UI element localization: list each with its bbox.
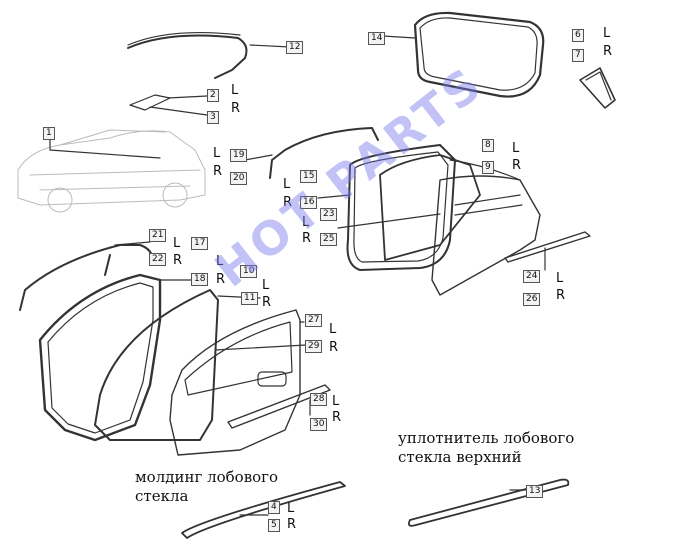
callout-15: 15 <box>300 170 318 183</box>
part-28-front-molding <box>227 384 331 429</box>
callout-19: 19 <box>230 149 248 162</box>
part-17-door-opening-seal <box>38 273 162 442</box>
callout-11: 11 <box>241 292 259 305</box>
callout-26: 26 <box>523 293 541 306</box>
side-right-18: R <box>216 272 226 287</box>
callout-17: 17 <box>191 237 209 250</box>
callout-20: 20 <box>230 172 248 185</box>
side-left-15: L <box>283 177 291 192</box>
part-12-roof-molding <box>127 34 248 79</box>
rear-door <box>431 175 541 296</box>
part-8-rear-door-frame <box>379 154 481 261</box>
part-14-rear-window-seal <box>413 11 545 98</box>
callout-5: 5 <box>268 519 280 532</box>
side-right-3: R <box>231 101 241 116</box>
callout-14: 14 <box>368 32 386 45</box>
side-right-25: R <box>302 231 312 246</box>
side-right-30: R <box>332 410 342 425</box>
part-15-rear-door-seal <box>346 144 456 271</box>
part-10-front-door-frame-seal <box>94 289 219 441</box>
side-left-11: L <box>262 278 270 293</box>
side-right-16: R <box>283 195 293 210</box>
side-right-20: R <box>213 164 223 179</box>
callout-16: 16 <box>300 196 318 209</box>
part-4-windshield-molding <box>181 481 346 539</box>
side-right-11: R <box>262 295 272 310</box>
side-left-28: L <box>332 394 340 409</box>
side-left-27: L <box>329 322 337 337</box>
part-13-windshield-upper-seal <box>407 478 570 527</box>
callout-18: 18 <box>191 273 209 286</box>
callout-7: 7 <box>572 49 584 62</box>
part-19-strip <box>269 127 379 179</box>
side-right-7: R <box>603 44 613 59</box>
callout-22: 22 <box>149 253 167 266</box>
callout-30: 30 <box>310 418 328 431</box>
callout-12: 12 <box>286 41 304 54</box>
callout-23: 23 <box>320 208 338 221</box>
callout-3: 3 <box>207 111 219 124</box>
callout-13: 13 <box>526 485 544 498</box>
side-right-5: R <box>287 517 297 532</box>
callout-29: 29 <box>305 340 323 353</box>
callout-21: 21 <box>149 229 167 242</box>
callout-24: 24 <box>523 270 541 283</box>
callout-27: 27 <box>305 314 323 327</box>
side-right-29: R <box>329 340 339 355</box>
callout-1: 1 <box>43 127 55 140</box>
callout-4: 4 <box>268 501 280 514</box>
callout-25: 25 <box>320 233 338 246</box>
side-left-19: L <box>213 146 221 161</box>
callout-9: 9 <box>482 161 494 174</box>
part-2-trim <box>129 94 171 111</box>
car-outline <box>17 129 206 213</box>
side-left-6: L <box>603 26 611 41</box>
side-left-24: L <box>556 271 564 286</box>
front-door <box>169 309 301 456</box>
callout-28: 28 <box>310 393 328 406</box>
side-left-23: L <box>302 215 310 230</box>
callout-10: 10 <box>240 265 258 278</box>
side-right-26: R <box>556 288 566 303</box>
side-right-9: R <box>512 158 522 173</box>
side-left-2: L <box>231 83 239 98</box>
caption-windshield-upper-seal: уплотнитель лобового стекла верхний <box>398 429 575 466</box>
caption-windshield-molding: молдинг лобового стекла <box>135 468 279 505</box>
side-left-17: L <box>173 236 181 251</box>
part-24-rear-molding <box>504 231 591 263</box>
part-6-quarter-glass <box>579 67 616 109</box>
side-right-22: R <box>173 253 183 268</box>
callout-2: 2 <box>207 89 219 102</box>
side-left-8: L <box>512 141 520 156</box>
callout-8: 8 <box>482 139 494 152</box>
side-left-4: L <box>287 501 295 516</box>
side-left-18: L <box>216 254 224 269</box>
callout-6: 6 <box>572 29 584 42</box>
